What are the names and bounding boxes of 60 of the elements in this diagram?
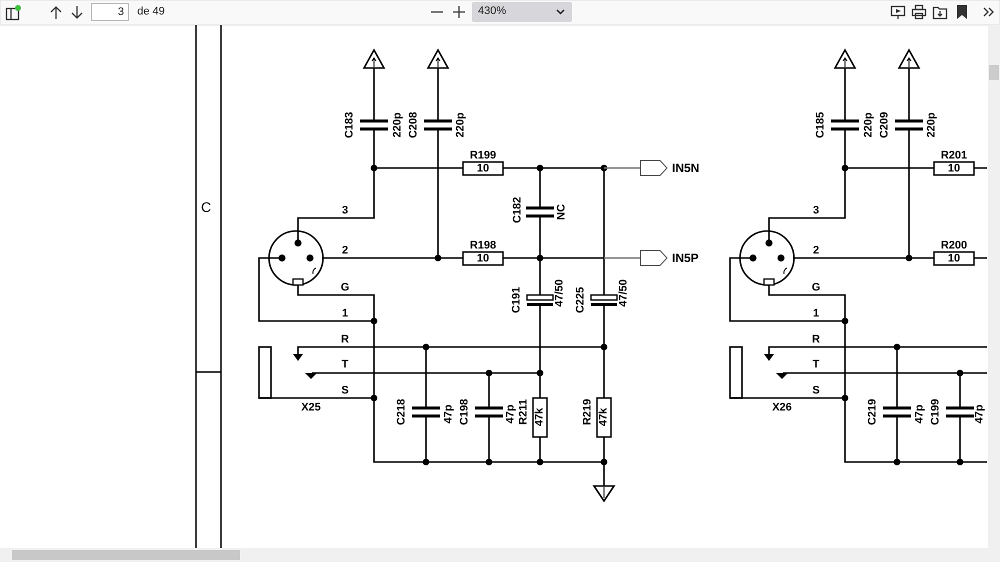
- pin-label: R: [341, 334, 349, 346]
- component-designator: R211: [518, 399, 530, 425]
- page-count-text: de 49: [137, 6, 165, 18]
- component-designator: R199: [470, 150, 496, 162]
- wire: [604, 167, 640, 169]
- component-value: 47/50: [554, 279, 566, 307]
- pin-label: T: [812, 360, 820, 370]
- zone-letter: C: [200, 200, 212, 214]
- component-designator: R200: [940, 240, 968, 252]
- component-designator: C183: [344, 112, 356, 138]
- component-designator: X26: [772, 402, 792, 414]
- component-value: 220p: [392, 112, 404, 138]
- component-designator: C218: [396, 398, 408, 426]
- component-value: 10: [948, 254, 960, 264]
- component-value: NC: [556, 204, 568, 220]
- pin-label: 1: [342, 308, 348, 320]
- component-value: 47p: [506, 404, 516, 424]
- component-designator: C199: [930, 398, 942, 426]
- component-designator: C198: [460, 398, 470, 426]
- component-designator: C209: [880, 112, 890, 138]
- component-value: 47/50: [618, 279, 630, 307]
- component-designator: C191: [512, 286, 522, 314]
- component-value: 10: [948, 164, 960, 174]
- component-designator: R219: [582, 398, 594, 426]
- component-designator: R201: [940, 150, 968, 162]
- pin-label: R: [812, 334, 820, 346]
- component-value: 220p: [864, 112, 874, 138]
- component-value: 220p: [926, 112, 938, 138]
- port-label: IN5P: [672, 251, 699, 265]
- pin-label: 2: [812, 246, 820, 256]
- pin-label: S: [341, 386, 349, 396]
- component-value: 10: [476, 254, 490, 264]
- component-designator: R198: [470, 240, 496, 252]
- pin-label: S: [812, 386, 820, 396]
- component-value: 220p: [456, 112, 466, 138]
- component-designator: C219: [868, 398, 878, 426]
- component-value: 47k: [534, 408, 546, 426]
- pin-label: G: [812, 282, 820, 294]
- pin-label: G: [340, 282, 350, 294]
- port-flag: [640, 250, 699, 266]
- wire: [604, 257, 640, 259]
- component-value: 10: [476, 164, 490, 174]
- component-designator: C225: [576, 286, 586, 314]
- pin-label: 3: [812, 206, 820, 216]
- port-flag: [640, 160, 700, 176]
- pin-label: 1: [812, 308, 820, 320]
- pin-label: T: [342, 360, 348, 370]
- component-designator: C185: [816, 112, 826, 138]
- pin-label: 2: [342, 246, 348, 256]
- zoom-select: 430%: [472, 2, 572, 22]
- component-value: 47p: [444, 404, 454, 424]
- component-value: 47p: [974, 404, 986, 424]
- page-number-field: 3: [91, 3, 129, 21]
- component-designator: X25: [301, 402, 321, 414]
- component-designator: C182: [512, 196, 524, 224]
- port-label: IN5N: [672, 161, 700, 175]
- component-designator: C208: [408, 112, 420, 138]
- component-value: 47p: [914, 404, 926, 424]
- component-value: 47k: [598, 408, 610, 426]
- pin-label: 3: [342, 206, 348, 216]
